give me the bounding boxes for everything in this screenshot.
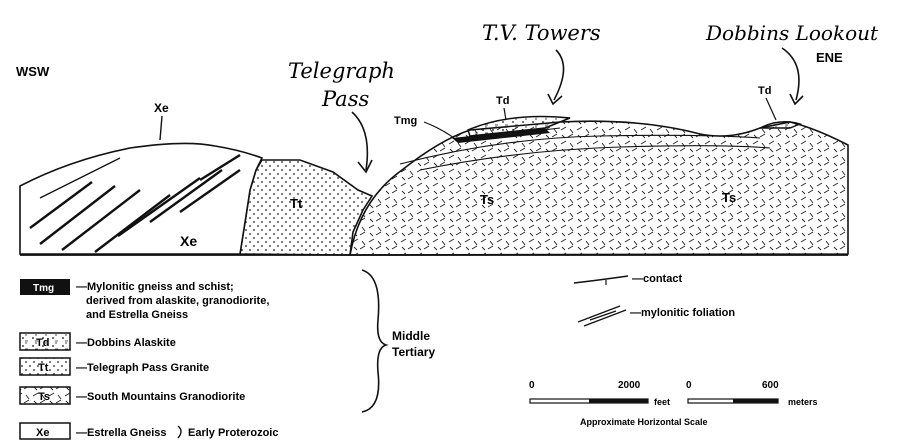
arrow-tv-towers [554, 50, 564, 100]
label-tmg: Tmg [394, 115, 417, 127]
unit-tt-area [240, 160, 372, 255]
legend-code-tmg: Tmg [33, 283, 54, 294]
scale-meters-600: 600 [762, 380, 779, 391]
symbol-foliation-lines [578, 306, 626, 326]
legend-early-proterozoic: Early Proterozoic [188, 427, 278, 439]
bracket-early-proterozoic [178, 426, 181, 438]
scale-meters-unit: meters [788, 397, 818, 407]
brace-middle-tertiary [362, 270, 386, 412]
legend-tmg-line2: derived from alaskite, granodiorite, [86, 295, 269, 307]
label-td-dobbins: Td [758, 85, 771, 97]
orientation-ene: ENE [816, 50, 843, 65]
legend-tt-label: —Telegraph Pass Granite [76, 362, 209, 374]
unit-td-cap-dobbins [760, 122, 800, 128]
label-ts-right: Ts [722, 190, 736, 205]
legend-code-ts: Ts [38, 391, 50, 403]
arrow-telegraph-pass [352, 112, 367, 170]
legend-tmg-line3: and Estrella Gneiss [86, 309, 188, 321]
label-tt: Tt [290, 196, 303, 211]
legend-code-tt: Tt [38, 362, 49, 374]
legend-xe-label: —Estrella Gneiss [76, 427, 167, 439]
legend-middle: Middle [392, 329, 430, 343]
unit-xe-area [20, 143, 262, 254]
unit-ts-area [350, 121, 848, 255]
legend-td-label: —Dobbins Alaskite [76, 337, 176, 349]
annotation-tv-towers: T.V. Towers [482, 21, 601, 45]
legend-contact: —contact [632, 273, 682, 285]
annotation-telegraph: Telegraph [288, 59, 395, 83]
annotation-dobbins-lookout: Dobbins Lookout [705, 21, 879, 45]
legend-code-xe: Xe [36, 427, 49, 439]
legend-foliation: —mylonitic foliation [630, 307, 735, 319]
label-td-tv: Td [496, 95, 509, 107]
scale-feet-zero: 0 [529, 380, 535, 391]
arrow-dobbins [782, 48, 799, 100]
label-ts-left: Ts [480, 192, 494, 207]
orientation-wsw: WSW [16, 64, 50, 79]
cross-section [20, 117, 848, 256]
label-xe-body: Xe [180, 233, 197, 249]
scale-meters-zero: 0 [686, 380, 692, 391]
scale-feet-2000: 2000 [618, 380, 641, 391]
legend-tertiary: Tertiary [392, 345, 435, 359]
label-xe-top: Xe [154, 101, 169, 115]
legend-tmg-line1: —Mylonitic gneiss and schist; [76, 281, 234, 293]
legend: Tmg —Mylonitic gneiss and schist; derive… [20, 270, 818, 439]
scale-bar: 0 2000 feet 0 600 meters Approximate Hor… [529, 380, 818, 427]
symbol-contact-line [574, 276, 628, 283]
legend-code-td: Td [36, 337, 49, 349]
legend-ts-label: —South Mountains Granodiorite [76, 391, 245, 403]
scale-caption: Approximate Horizontal Scale [580, 417, 708, 427]
scale-feet-unit: feet [654, 397, 670, 407]
annotation-pass: Pass [321, 87, 369, 111]
